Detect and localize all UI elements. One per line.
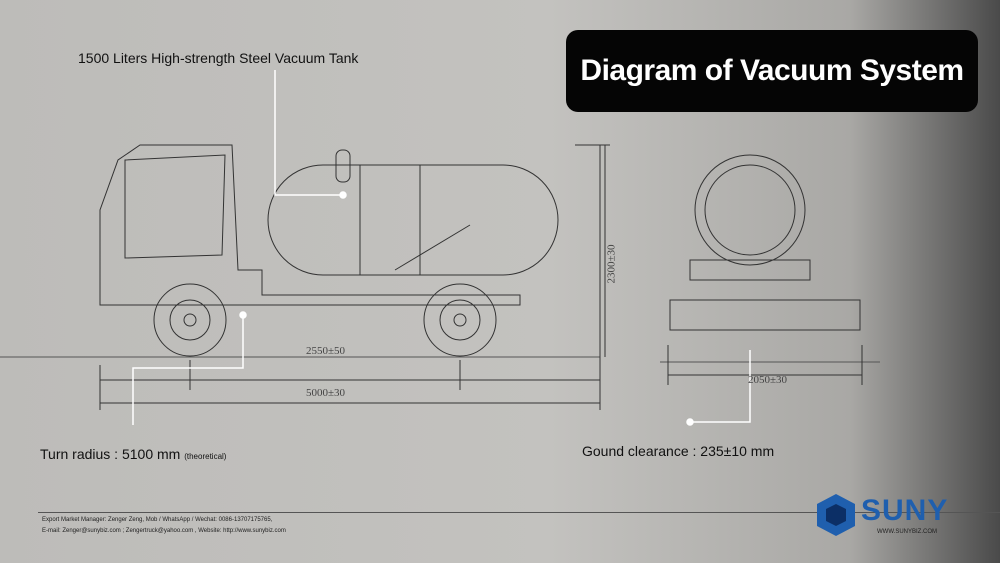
clearance-callout: Gound clearance : 235±10 mm	[582, 443, 775, 459]
width-dimension: 2050±30	[748, 374, 788, 386]
logo-url: WWW.SUNYBIZ.COM	[877, 529, 937, 535]
height-dimension: 2300±30	[605, 244, 618, 284]
wheelbase-dimension: 2550±50	[306, 345, 346, 357]
footer-divider	[38, 512, 1000, 513]
rear-view	[660, 154, 880, 385]
turn-radius-text: Turn radius : 5100 mm	[40, 446, 181, 462]
footer-line-2: E-mail: Zenger@sunybiz.com ; Zengertruck…	[42, 528, 286, 534]
suny-logo: SUNY WWW.SUNYBIZ.COM	[815, 490, 975, 540]
footer-line-1: Export Market Manager: Zenger Zeng, Mob …	[42, 517, 273, 523]
tank-callout: 1500 Liters High-strength Steel Vacuum T…	[78, 50, 359, 66]
footer-contact: Export Market Manager: Zenger Zeng, Mob …	[42, 515, 286, 537]
suny-cube-icon	[817, 494, 855, 536]
side-view	[0, 144, 610, 410]
turn-radius-note: (theoretical)	[184, 452, 227, 461]
logo-name: SUNY	[861, 494, 949, 527]
turn-radius-callout: Turn radius : 5100 mm (theoretical)	[40, 446, 226, 462]
page-title: Diagram of Vacuum System	[566, 30, 978, 112]
length-dimension: 5000±30	[306, 387, 346, 399]
